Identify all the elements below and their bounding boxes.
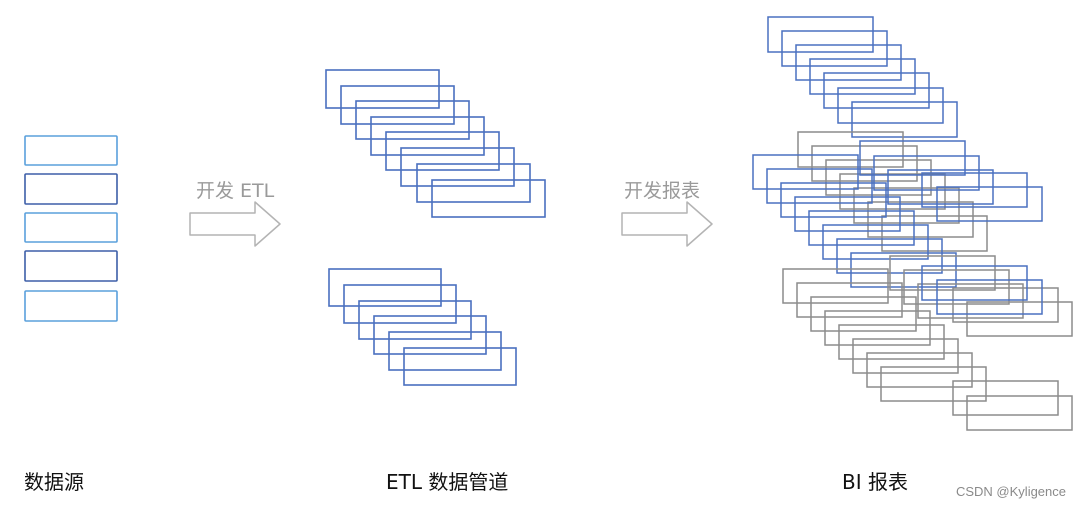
etl-pipeline-box <box>343 284 457 324</box>
etl-pipeline-box <box>370 116 485 156</box>
bi-report-box <box>859 140 966 176</box>
bi-report-box <box>889 255 996 291</box>
etl-pipeline-box <box>385 131 500 171</box>
bi-report-blue-top <box>767 16 958 138</box>
bi-report-box <box>866 352 973 388</box>
bi-report-gray-lower <box>782 255 1073 431</box>
bi-report-box <box>752 154 859 190</box>
bi-report-blue-lower <box>921 265 1043 315</box>
etl-pipeline-box <box>358 300 472 340</box>
bi-report-box <box>822 224 929 260</box>
bi-report-box <box>853 187 960 224</box>
bi-report-blue-middle <box>752 154 957 288</box>
bi-report-box <box>903 269 1010 305</box>
bi-report-box <box>794 196 901 232</box>
data-source-box <box>24 173 118 205</box>
etl-pipeline-box <box>355 100 470 140</box>
bi-report-box <box>881 215 988 252</box>
etl-pipeline-box <box>325 69 440 109</box>
etl-pipeline-box <box>373 315 487 355</box>
etl-pipeline-box <box>400 147 515 187</box>
bi-report-box <box>767 16 874 53</box>
bi-report-box <box>952 380 1059 416</box>
etl-pipeline-upper <box>325 69 546 218</box>
data-source-box <box>24 135 118 166</box>
data-sources-label: 数据源 <box>24 470 84 494</box>
bi-report-box <box>839 173 946 210</box>
bi-report-box <box>966 301 1073 337</box>
data-source-box <box>24 250 118 282</box>
watermark-text: CSDN @Kyligence <box>955 484 1066 499</box>
develop-reports-label: 开发报表 <box>624 180 701 202</box>
bi-report-box <box>921 172 1028 208</box>
etl-pipeline-box <box>403 347 517 386</box>
bi-reports-label: BI 报表 <box>842 470 908 494</box>
bi-report-blue-right <box>859 140 1043 222</box>
bi-report-box <box>837 87 944 124</box>
data-source-box <box>24 212 118 243</box>
bi-report-box <box>811 145 918 182</box>
etl-pipeline-box <box>328 268 442 307</box>
bi-report-box <box>936 279 1043 315</box>
bi-report-box <box>796 282 903 318</box>
bi-report-box <box>880 366 987 402</box>
right-arrow-icon <box>189 201 281 247</box>
bi-report-box <box>810 296 917 332</box>
bi-report-box <box>966 395 1073 431</box>
etl-pipeline-lower <box>328 268 517 386</box>
etl-pipeline-label: ETL 数据管道 <box>386 470 509 494</box>
bi-report-box <box>781 30 888 67</box>
bi-report-box <box>838 324 945 360</box>
bi-report-box <box>952 287 1059 323</box>
bi-report-box <box>782 268 889 304</box>
bi-report-box <box>795 44 902 81</box>
bi-report-box <box>824 310 931 346</box>
right-arrow-icon <box>621 201 713 247</box>
bi-report-box <box>936 186 1043 222</box>
data-source-box <box>24 290 118 322</box>
etl-pipeline-box <box>431 179 546 218</box>
bi-report-box <box>766 168 873 204</box>
bi-report-box <box>867 201 974 238</box>
bi-report-box <box>852 338 959 374</box>
bi-report-box <box>823 72 930 109</box>
develop-etl-label: 开发 ETL <box>196 180 275 202</box>
etl-pipeline-box <box>388 331 502 371</box>
bi-report-box <box>808 210 915 246</box>
bi-report-box <box>809 58 916 95</box>
bi-report-box <box>780 182 887 218</box>
etl-pipeline-box <box>340 85 455 125</box>
data-source-group <box>24 135 118 322</box>
etl-pipeline-box <box>416 163 531 203</box>
bi-report-gray-middle <box>797 131 988 252</box>
bi-report-box <box>921 265 1028 301</box>
bi-report-box <box>797 131 904 168</box>
bi-report-box <box>917 283 1024 319</box>
bi-report-box <box>851 101 958 138</box>
bi-report-box <box>825 159 932 196</box>
